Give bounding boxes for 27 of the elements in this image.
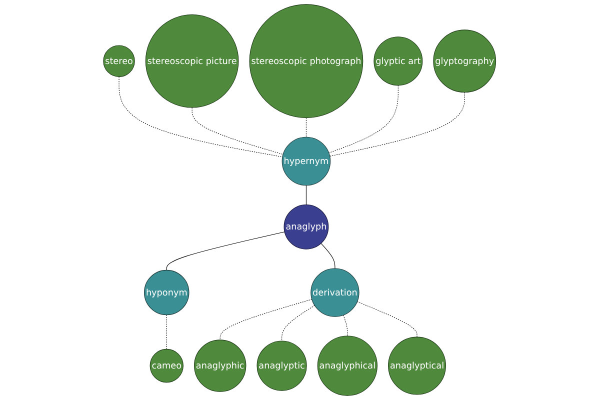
connector	[166, 232, 286, 270]
node-circle: stereoscopic photograph	[250, 4, 364, 118]
node-circle: anaglyptical	[388, 336, 446, 395]
node-circle: hyponym	[144, 270, 190, 316]
node-circle: hypernym	[282, 136, 331, 186]
node-circle: anaglyptic	[257, 340, 308, 391]
connector	[330, 92, 466, 156]
connector	[166, 314, 168, 350]
connector	[306, 185, 307, 206]
connector	[192, 107, 284, 155]
node-circle: stereo	[104, 45, 136, 77]
connector	[357, 301, 418, 338]
node-circle: glyptic art	[374, 36, 424, 86]
connector	[321, 243, 336, 269]
connector	[328, 85, 399, 154]
node-circle: anaglyphic	[194, 340, 247, 392]
connector	[306, 117, 307, 138]
node-circle: cameo	[150, 348, 184, 383]
connector	[343, 314, 348, 336]
node-circle: glyptography	[434, 30, 496, 93]
node-circle: stereoscopic picture	[146, 14, 240, 108]
connector	[282, 305, 316, 342]
node-circle: anaglyph	[284, 204, 330, 250]
node-circle: anaglyphical	[318, 336, 378, 396]
node-circle: derivation	[311, 268, 360, 317]
connector	[119, 76, 284, 158]
connector	[220, 299, 313, 340]
